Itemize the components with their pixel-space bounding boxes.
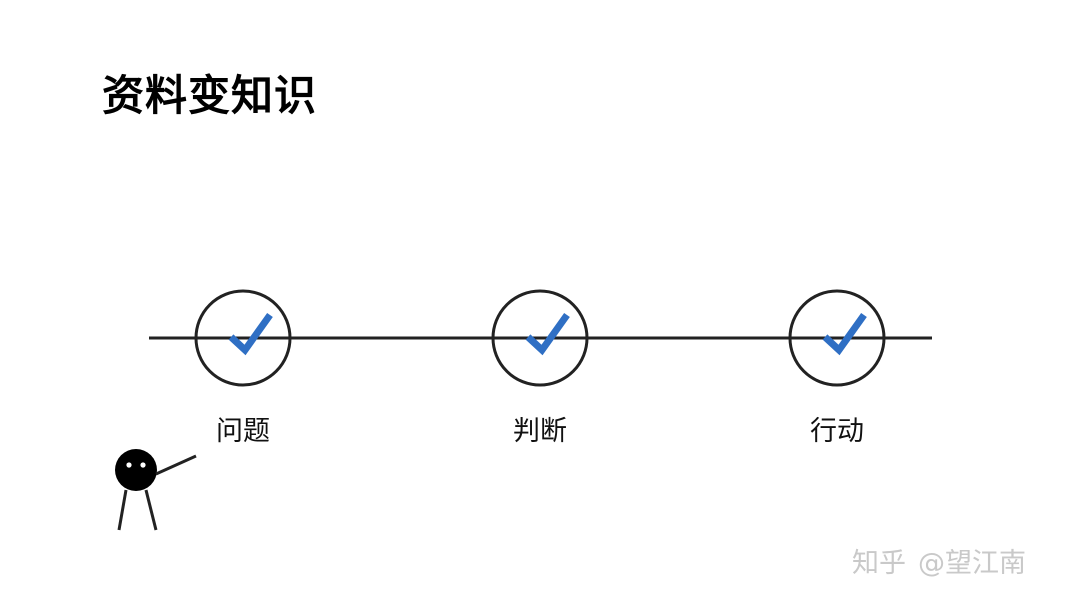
checkmark-icon — [228, 312, 273, 356]
slide-title: 资料变知识 — [102, 71, 318, 120]
checkmark-icon — [525, 312, 570, 356]
stick-figure-icon — [115, 449, 197, 531]
figure-leg-left — [117, 489, 128, 531]
stage-label-question: 问题 — [216, 416, 270, 447]
stage-circle — [194, 289, 292, 387]
stage-node-3 — [788, 289, 886, 387]
figure-eye-left — [126, 462, 132, 468]
figure-eye-right — [140, 462, 146, 468]
figure-leg-right — [144, 489, 158, 531]
watermark-author: @望江南 — [918, 548, 1026, 579]
stage-circle — [491, 289, 589, 387]
stage-label-judgment: 判断 — [513, 416, 567, 447]
figure-head — [115, 449, 157, 491]
stage-circle — [788, 289, 886, 387]
watermark: 知乎 @望江南 — [852, 544, 1026, 584]
figure-arm — [155, 454, 197, 476]
watermark-platform: 知乎 — [852, 548, 906, 579]
checkmark-icon — [822, 312, 867, 356]
stage-node-1 — [194, 289, 292, 387]
stage-node-2 — [491, 289, 589, 387]
stage-label-action: 行动 — [810, 416, 864, 447]
